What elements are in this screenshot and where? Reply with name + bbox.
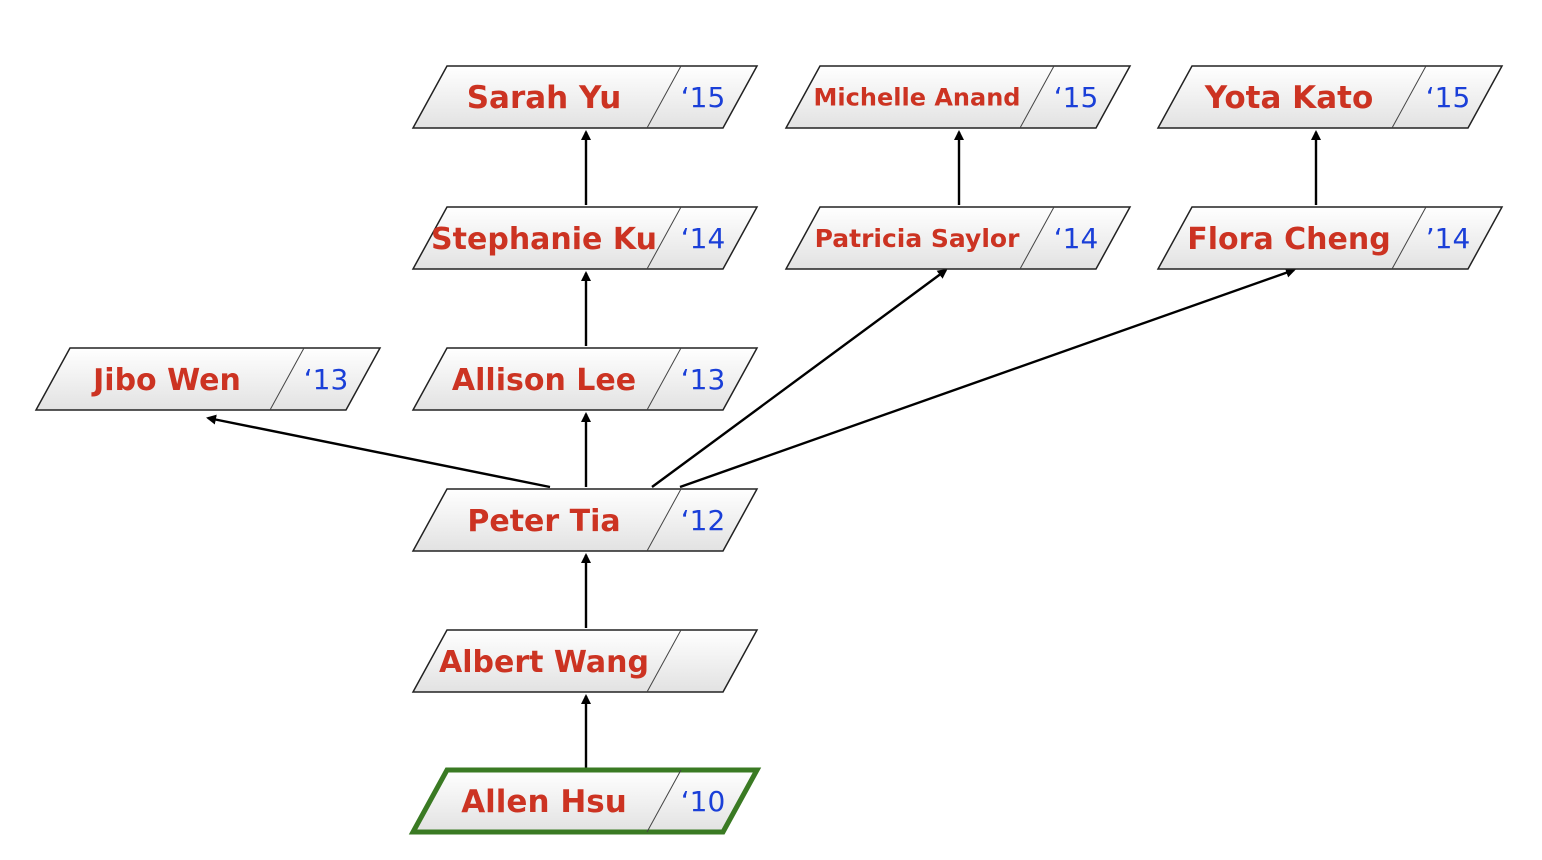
node-year: ‘14 — [681, 222, 726, 255]
node-albert-wang: Albert Wang — [411, 629, 759, 693]
node-name: Allen Hsu — [461, 784, 627, 820]
node-peter-tia: Peter Tia ‘12 — [411, 488, 759, 552]
node-box — [34, 347, 382, 411]
node-year: ‘13 — [304, 363, 349, 396]
node-name: Sarah Yu — [467, 80, 622, 116]
node-year: ‘15 — [1054, 81, 1099, 114]
node-sarah-yu: Sarah Yu ‘15 — [411, 65, 759, 129]
edge-peter-tia-to-patricia-saylor — [651, 268, 948, 488]
node-name: Yota Kato — [1204, 80, 1374, 116]
node-divider — [646, 769, 682, 833]
node-name: Stephanie Ku — [431, 222, 657, 257]
nodes-layer: Allen Hsu ‘10 Albert Wang Peter Tia ‘12 Jibo … — [34, 65, 1504, 835]
node-jibo-wen: Jibo Wen ‘13 — [34, 347, 382, 411]
node-box — [411, 629, 759, 693]
node-box — [411, 65, 759, 129]
node-box — [1156, 65, 1504, 129]
node-divider — [646, 347, 682, 411]
node-divider — [1019, 65, 1055, 129]
node-year: ‘15 — [681, 81, 726, 114]
edge-peter-tia-to-flora-cheng — [679, 267, 1296, 489]
node-name: Patricia Saylor — [815, 224, 1020, 253]
edges-layer — [206, 130, 1321, 768]
node-year: ‘12 — [681, 504, 726, 537]
node-year: ‘13 — [681, 363, 726, 396]
node-name: Peter Tia — [467, 504, 620, 539]
node-stephanie-ku: Stephanie Ku ‘14 — [411, 206, 759, 270]
node-divider — [1391, 206, 1427, 270]
edge-peter-tia-to-jibo-wen — [206, 414, 551, 489]
node-name: Albert Wang — [439, 645, 649, 680]
node-divider — [646, 65, 682, 129]
node-box — [1156, 206, 1504, 270]
node-box — [411, 347, 759, 411]
node-divider — [646, 206, 682, 270]
node-allison-lee: Allison Lee ‘13 — [411, 347, 759, 411]
node-divider — [1391, 65, 1427, 129]
node-year: ’14 — [1426, 222, 1471, 255]
node-allen-hsu: Allen Hsu ‘10 — [408, 767, 762, 835]
node-box — [408, 767, 762, 835]
node-divider — [1019, 206, 1055, 270]
node-divider — [646, 488, 682, 552]
node-name: Allison Lee — [452, 363, 636, 398]
node-divider — [646, 629, 682, 693]
node-box — [784, 65, 1132, 129]
node-name: Jibo Wen — [91, 363, 241, 398]
node-name: Michelle Anand — [814, 84, 1021, 112]
node-box — [784, 206, 1132, 270]
node-year: ‘15 — [1426, 81, 1471, 114]
node-yota-kato: Yota Kato ‘15 — [1156, 65, 1504, 129]
node-year: ‘10 — [681, 785, 726, 818]
node-divider — [269, 347, 305, 411]
node-year: ‘14 — [1054, 222, 1099, 255]
node-patricia-saylor: Patricia Saylor ‘14 — [784, 206, 1132, 270]
node-flora-cheng: Flora Cheng ’14 — [1156, 206, 1504, 270]
node-name: Flora Cheng — [1187, 222, 1390, 257]
node-michelle-anand: Michelle Anand ‘15 — [784, 65, 1132, 129]
node-box — [411, 206, 759, 270]
node-box — [411, 488, 759, 552]
